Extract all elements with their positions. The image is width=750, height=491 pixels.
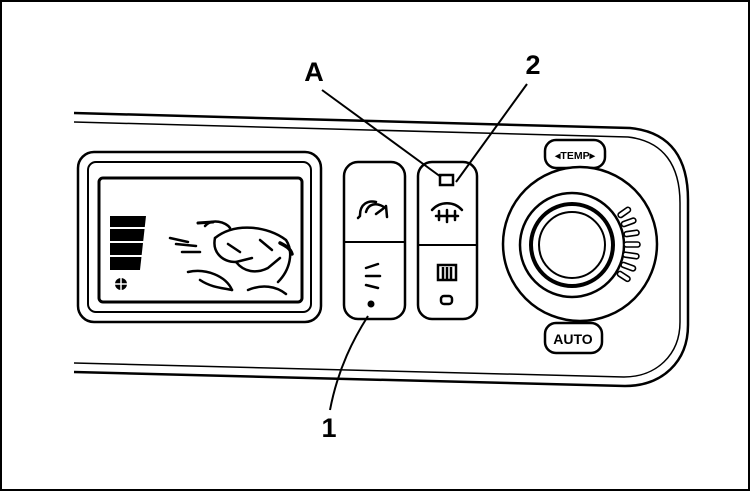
defrost-buttons [416,160,479,321]
callout-a: A [304,57,324,87]
recirculation-icon [356,200,389,220]
recirc-ventilation-buttons [342,160,407,321]
auto-button[interactable]: AUTO [543,321,604,355]
leader-line-2 [455,83,528,183]
callout-2: 2 [525,50,540,80]
recirculation-button[interactable] [346,164,403,240]
control-panel-housing [73,111,690,388]
leader-line-1 [329,315,369,411]
fan-speed-bars-icon [108,216,148,270]
rear-defrost-button[interactable] [420,247,475,317]
temp-button[interactable]: ◂TEMP▸ [543,138,607,170]
indicator-lamp-icon [438,173,455,187]
rear-defrost-icon [436,263,458,306]
front-defrost-icon [430,202,464,224]
leader-lines [321,83,528,411]
ventilation-icon [364,262,382,308]
fan-icon [113,276,129,292]
front-defrost-button[interactable] [420,164,475,243]
ventilation-button[interactable] [346,244,403,317]
temp-button-label: ◂TEMP▸ [554,150,595,162]
auto-button-label: AUTO [553,331,593,347]
temperature-dial[interactable] [501,165,659,323]
leader-line-a [321,89,442,178]
callout-1: 1 [321,413,336,443]
climate-map-icon [168,220,294,296]
temperature-scale-icon [616,206,641,283]
lcd-display [76,150,323,324]
